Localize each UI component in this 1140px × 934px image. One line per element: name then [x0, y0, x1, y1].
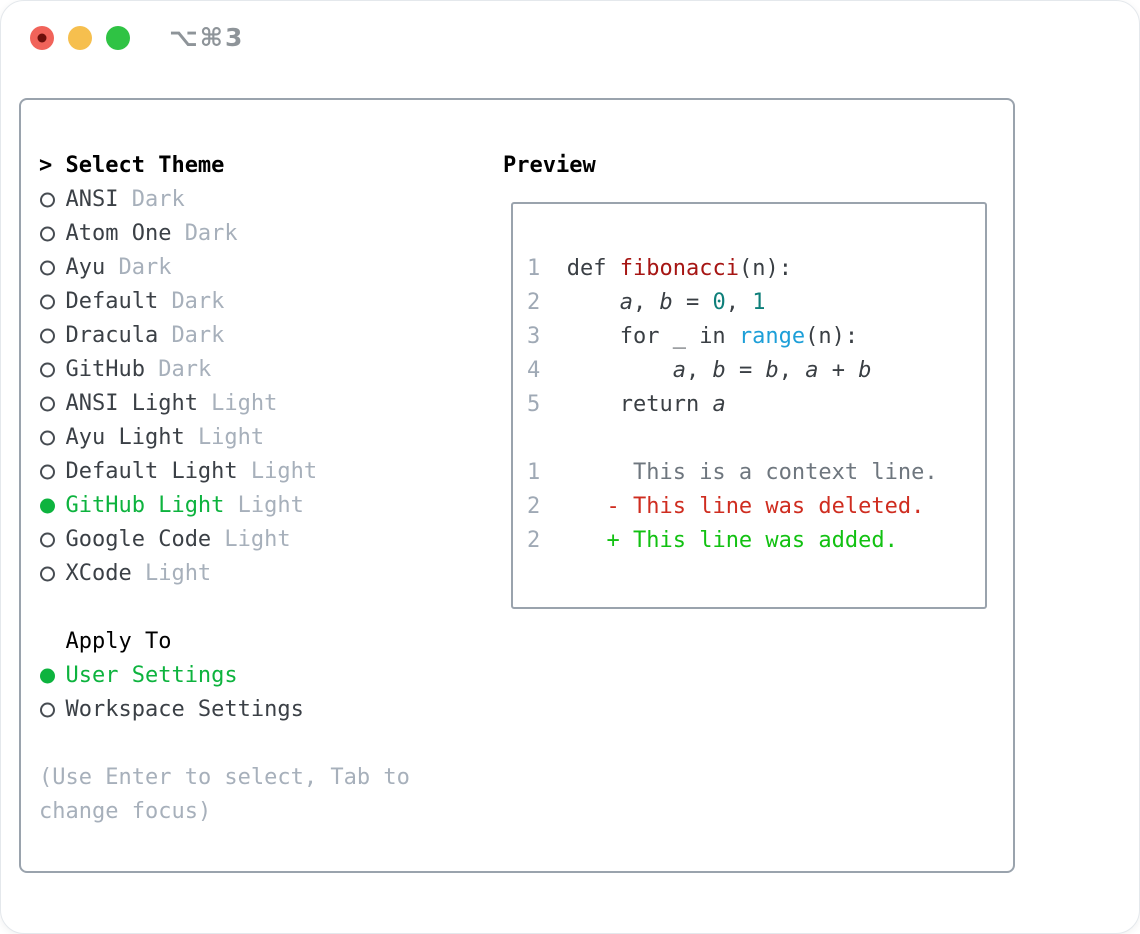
theme-variant-label: Light [250, 459, 318, 484]
radio-icon [40, 362, 55, 378]
unsaved-dot-icon [37, 33, 47, 43]
radio-icon [40, 566, 55, 582]
preview-header: Preview [503, 149, 987, 183]
titlebar: ⌥⌘3 [1, 1, 1139, 75]
theme-item-ansi[interactable]: ANSI Dark [39, 183, 410, 217]
radio-icon [40, 328, 55, 344]
preview-title: Preview [503, 153, 596, 178]
apply-option-workspace-settings[interactable]: Workspace Settings [39, 693, 410, 727]
theme-item-ayu-light[interactable]: Ayu Light Light [39, 421, 410, 455]
theme-item-dracula[interactable]: Dracula Dark [39, 319, 410, 353]
theme-variant-label: Dark [171, 323, 225, 348]
theme-name: Ayu Light [65, 425, 185, 450]
code-line-1: 1 def fibonacci(n): [527, 256, 792, 281]
radio-icon [40, 294, 55, 310]
theme-name: Atom One [65, 221, 172, 246]
theme-item-google-code[interactable]: Google Code Light [39, 523, 410, 557]
theme-name: ANSI Light [65, 391, 198, 416]
spacer [39, 591, 410, 625]
theme-name: Google Code [65, 527, 212, 552]
theme-name: GitHub [65, 357, 145, 382]
theme-variant-label: Dark [118, 255, 172, 280]
diff-context-line: 1 This is a context line. [527, 460, 938, 485]
theme-name: ANSI [65, 187, 119, 212]
theme-name: Dracula [65, 323, 159, 348]
preview-column: Preview 1 def fibonacci(n): 2 a, b = 0, 1… [503, 149, 987, 609]
theme-variant-label: Light [224, 527, 291, 552]
theme-name: Default Light [65, 459, 238, 484]
theme-name: Ayu [65, 255, 106, 280]
radio-icon [40, 260, 55, 276]
theme-item-ayu[interactable]: Ayu Dark [39, 251, 410, 285]
preview-box: 1 def fibonacci(n): 2 a, b = 0, 1 3 for _ … [511, 202, 987, 609]
theme-item-xcode[interactable]: XCode Light [39, 557, 410, 591]
theme-variant-label: Light [237, 493, 304, 518]
radio-icon [40, 532, 55, 548]
theme-name: GitHub Light [65, 493, 225, 518]
theme-item-github-light[interactable]: GitHub Light Light [39, 489, 410, 523]
theme-item-ansi-light[interactable]: ANSI Light Light [39, 387, 410, 421]
select-theme-header: > Select Theme [39, 149, 410, 183]
diff-deleted-line: 2 - This line was deleted. [527, 494, 925, 519]
apply-option-label: Workspace Settings [65, 697, 304, 722]
radio-selected-icon [40, 498, 55, 514]
radio-icon [40, 430, 55, 446]
radio-icon [40, 226, 55, 242]
theme-variant-label: Dark [184, 221, 238, 246]
radio-selected-icon [40, 668, 55, 684]
radio-icon [40, 192, 55, 208]
radio-icon [40, 464, 55, 480]
close-button[interactable] [30, 26, 54, 50]
code-line-5: 5 return a [527, 392, 726, 417]
keyboard-shortcut-label: ⌥⌘3 [169, 23, 245, 52]
theme-variant-label: Light [197, 425, 265, 450]
code-line-3: 3 for _ in range(n): [527, 324, 859, 349]
apply-option-user-settings[interactable]: User Settings [39, 659, 410, 693]
theme-variant-label: Dark [158, 357, 212, 382]
radio-icon [40, 396, 55, 412]
theme-item-default[interactable]: Default Dark [39, 285, 410, 319]
apply-to-header: Apply To [39, 625, 410, 659]
blank-line [527, 422, 985, 456]
theme-name: Default [65, 289, 159, 314]
apply-to-title: Apply To [65, 629, 172, 654]
diff-added-line: 2 + This line was added. [527, 528, 898, 553]
theme-item-github[interactable]: GitHub Dark [39, 353, 410, 387]
radio-icon [40, 702, 55, 718]
code-line-2: 2 a, b = 0, 1 [527, 290, 766, 315]
help-text-line-2: change focus) [39, 799, 212, 824]
select-theme-title: Select Theme [65, 153, 225, 178]
theme-item-default-light[interactable]: Default Light Light [39, 455, 410, 489]
theme-name: XCode [65, 561, 132, 586]
theme-variant-label: Light [211, 391, 278, 416]
maximize-button[interactable] [106, 26, 130, 50]
prompt-cursor-icon: > [39, 153, 53, 178]
theme-variant-label: Light [144, 561, 212, 586]
code-line-4: 4 a, b = b, a + b [527, 358, 872, 383]
minimize-button[interactable] [68, 26, 92, 50]
theme-item-atom-one[interactable]: Atom One Dark [39, 217, 410, 251]
spacer [39, 727, 410, 761]
help-text-line-1: (Use Enter to select, Tab to [39, 765, 410, 790]
apply-option-label: User Settings [65, 663, 238, 688]
theme-variant-label: Dark [131, 187, 185, 212]
theme-variant-label: Dark [171, 289, 225, 314]
